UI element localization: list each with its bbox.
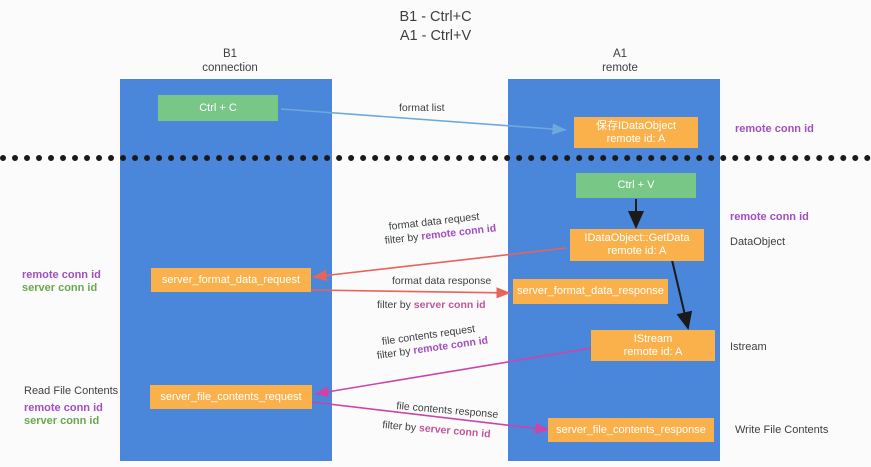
node-save-idataobject[interactable]: 保存IDataObject remote id: A [574, 117, 698, 148]
filter-prefix: filter by [381, 418, 420, 435]
side-label-left-bottom-remote-conn-id: remote conn id [24, 402, 103, 414]
node-ctrl-v[interactable]: Ctrl + V [576, 173, 696, 198]
side-label-istream: Istream [730, 341, 767, 353]
filter-key-server-conn-id: server conn id [418, 422, 492, 441]
side-label-left-remote-conn-id: remote conn id [22, 269, 101, 281]
edge-label-format-data-response-filter: filter by server conn id [377, 298, 486, 312]
filter-prefix: filter by [384, 230, 423, 247]
edge-label-format-data-response: format data response [392, 275, 492, 287]
column-header-b1: B1 connection [202, 48, 258, 74]
node-idataobject-getdata[interactable]: IDataObject::GetData remote id: A [570, 229, 704, 261]
filter-prefix: filter by [376, 344, 415, 362]
side-label-remote-conn-id-mid: remote conn id [730, 211, 809, 223]
filter-prefix: filter by [377, 299, 414, 311]
section-divider [0, 155, 871, 161]
edge-label-file-contents-response-filter: filter by server conn id [382, 418, 491, 441]
node-server-file-contents-request[interactable]: server_file_contents_request [150, 385, 312, 409]
column-header-a1: A1 remote [602, 48, 638, 74]
side-label-left-bottom-server-conn-id: server conn id [24, 415, 100, 427]
node-server-format-data-response[interactable]: server_format_data_response [513, 279, 668, 304]
side-label-dataobject: DataObject [730, 236, 786, 248]
edge-label-format-list: format list [399, 102, 445, 114]
side-label-read-file-contents: Read File Contents [24, 385, 119, 397]
side-label-left-server-conn-id: server conn id [22, 282, 98, 294]
edge-label-file-contents-response: file contents response [395, 399, 499, 421]
node-server-format-data-request[interactable]: server_format_data_request [151, 268, 311, 292]
side-label-write-file-contents: Write File Contents [735, 424, 829, 436]
node-istream[interactable]: IStream remote id: A [591, 330, 715, 361]
node-ctrl-c[interactable]: Ctrl + C [158, 95, 278, 121]
node-server-file-contents-response[interactable]: server_file_contents_response [548, 418, 714, 442]
side-label-remote-conn-id-top: remote conn id [735, 123, 814, 135]
diagram-title: B1 - Ctrl+C A1 - Ctrl+V [399, 9, 472, 44]
filter-key-server-conn-id: server conn id [413, 299, 486, 311]
